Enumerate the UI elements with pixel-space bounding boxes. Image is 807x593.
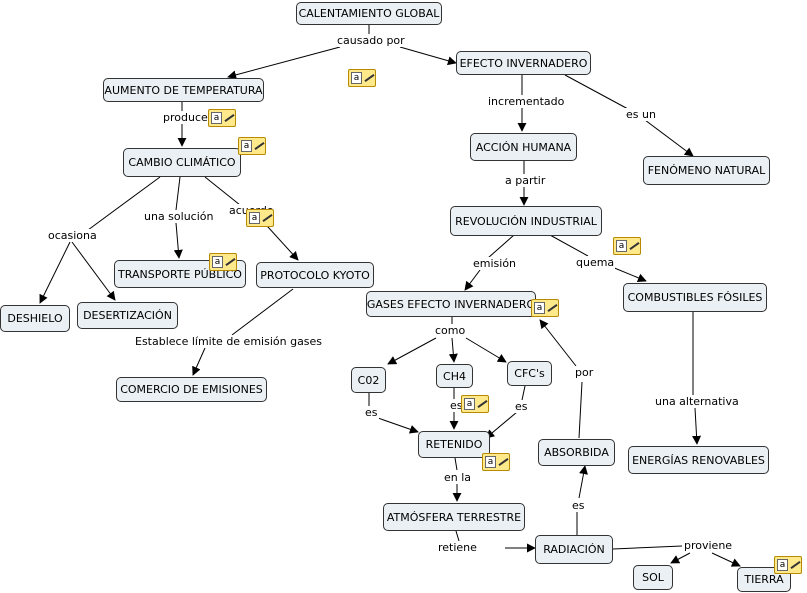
note-icon[interactable]: a xyxy=(531,299,559,317)
node-protocolo-kyoto[interactable]: PROTOCOLO KYOTO xyxy=(256,262,374,288)
node-deshielo[interactable]: DESHIELO xyxy=(0,305,70,332)
node-label: COMERCIO DE EMISIONES xyxy=(120,383,263,396)
node-label: FENÓMENO NATURAL xyxy=(647,164,766,177)
note-icon[interactable]: a xyxy=(238,137,266,155)
node-label: CH4 xyxy=(443,369,466,383)
link-es-radiacion[interactable]: es xyxy=(571,499,586,512)
node-label: ACCIÓN HUMANA xyxy=(475,140,572,154)
link-causado-por[interactable]: causado por xyxy=(336,34,406,47)
node-label: DESERTIZACIÓN xyxy=(83,309,172,322)
note-icon[interactable]: a xyxy=(774,556,802,574)
node-label: CALENTAMIENTO GLOBAL xyxy=(298,7,440,20)
node-calentamiento-global[interactable]: CALENTAMIENTO GLOBAL xyxy=(296,2,442,25)
note-icon[interactable]: a xyxy=(246,209,274,227)
link-ocasiona[interactable]: ocasiona xyxy=(47,229,98,242)
link-quema[interactable]: quema xyxy=(575,256,616,269)
node-aumento-temperatura[interactable]: AUMENTO DE TEMPERATURA xyxy=(103,78,264,102)
link-produce[interactable]: produce xyxy=(162,111,209,124)
node-comercio-emisiones[interactable]: COMERCIO DE EMISIONES xyxy=(116,377,267,402)
link-es-co2[interactable]: es xyxy=(364,406,379,419)
link-a-partir[interactable]: a partir xyxy=(504,174,547,187)
node-label: ENERGÍAS RENOVABLES xyxy=(632,453,765,467)
node-tierra[interactable]: TIERRA xyxy=(737,567,791,592)
node-label: CAMBIO CLIMÁTICO xyxy=(128,156,236,169)
node-label: RETENIDO xyxy=(425,438,483,451)
node-accion-humana[interactable]: ACCIÓN HUMANA xyxy=(470,133,577,161)
link-incrementado[interactable]: incrementado xyxy=(487,95,566,108)
node-label: COMBUSTIBLES FÓSILES xyxy=(627,291,763,304)
node-label: EFECTO INVERNADERO xyxy=(459,56,588,70)
note-icon[interactable]: a xyxy=(208,109,236,127)
node-label: GASES EFECTO INVERNADERO xyxy=(366,297,536,311)
node-desertizacion[interactable]: DESERTIZACIÓN xyxy=(77,302,178,329)
node-label: AUMENTO DE TEMPERATURA xyxy=(104,83,263,97)
node-label: CFC's xyxy=(514,367,545,380)
node-absorbida[interactable]: ABSORBIDA xyxy=(538,439,615,466)
link-establece-limite[interactable]: Establece límite de emisión gases xyxy=(134,335,324,348)
node-label: SOL xyxy=(642,571,664,584)
link-es-ch4[interactable]: es xyxy=(449,399,464,412)
node-cfcs[interactable]: CFC's xyxy=(507,361,552,386)
node-ch4[interactable]: CH4 xyxy=(436,364,473,388)
link-en-la[interactable]: en la xyxy=(443,471,473,484)
node-retenido[interactable]: RETENIDO xyxy=(418,431,490,458)
link-retiene[interactable]: retiene xyxy=(437,541,478,554)
node-radiacion[interactable]: RADIACIÓN xyxy=(535,535,613,564)
node-atmosfera-terrestre[interactable]: ATMÓSFERA TERRESTRE xyxy=(383,503,525,531)
node-label: DESHIELO xyxy=(7,312,63,325)
link-proviene[interactable]: proviene xyxy=(683,539,734,552)
node-label: REVOLUCIÓN INDUSTRIAL xyxy=(455,214,597,228)
node-efecto-invernadero[interactable]: EFECTO INVERNADERO xyxy=(456,51,591,75)
node-energias-renovables[interactable]: ENERGÍAS RENOVABLES xyxy=(628,446,769,474)
note-icon[interactable]: a xyxy=(348,69,376,87)
note-icon[interactable]: a xyxy=(209,253,237,271)
node-label: ATMÓSFERA TERRESTRE xyxy=(386,510,522,524)
link-es-un[interactable]: es un xyxy=(625,108,657,121)
node-gases-efecto-invernadero[interactable]: GASES EFECTO INVERNADERO xyxy=(366,291,536,317)
node-label: PROTOCOLO KYOTO xyxy=(260,268,370,282)
link-por[interactable]: por xyxy=(574,366,595,379)
link-una-alternativa[interactable]: una alternativa xyxy=(654,395,740,408)
node-fenomeno-natural[interactable]: FENÓMENO NATURAL xyxy=(643,156,770,185)
note-icon[interactable]: a xyxy=(613,237,641,255)
link-como[interactable]: como xyxy=(434,324,467,337)
node-revolucion-industrial[interactable]: REVOLUCIÓN INDUSTRIAL xyxy=(450,206,602,236)
node-label: RADIACIÓN xyxy=(543,543,605,556)
node-cambio-climatico[interactable]: CAMBIO CLIMÁTICO xyxy=(123,148,241,177)
node-co2[interactable]: C02 xyxy=(351,367,386,393)
node-combustibles-fosiles[interactable]: COMBUSTIBLES FÓSILES xyxy=(623,283,767,312)
node-label: TIERRA xyxy=(744,573,784,586)
link-una-solucion[interactable]: una solución xyxy=(143,210,215,223)
link-es-cfc[interactable]: es xyxy=(514,400,529,413)
node-label: ABSORBIDA xyxy=(544,446,609,459)
node-label: C02 xyxy=(357,373,380,387)
note-icon[interactable]: a xyxy=(482,453,510,471)
node-sol[interactable]: SOL xyxy=(633,565,673,590)
note-icon[interactable]: a xyxy=(461,395,489,413)
link-emision[interactable]: emisión xyxy=(472,257,518,270)
